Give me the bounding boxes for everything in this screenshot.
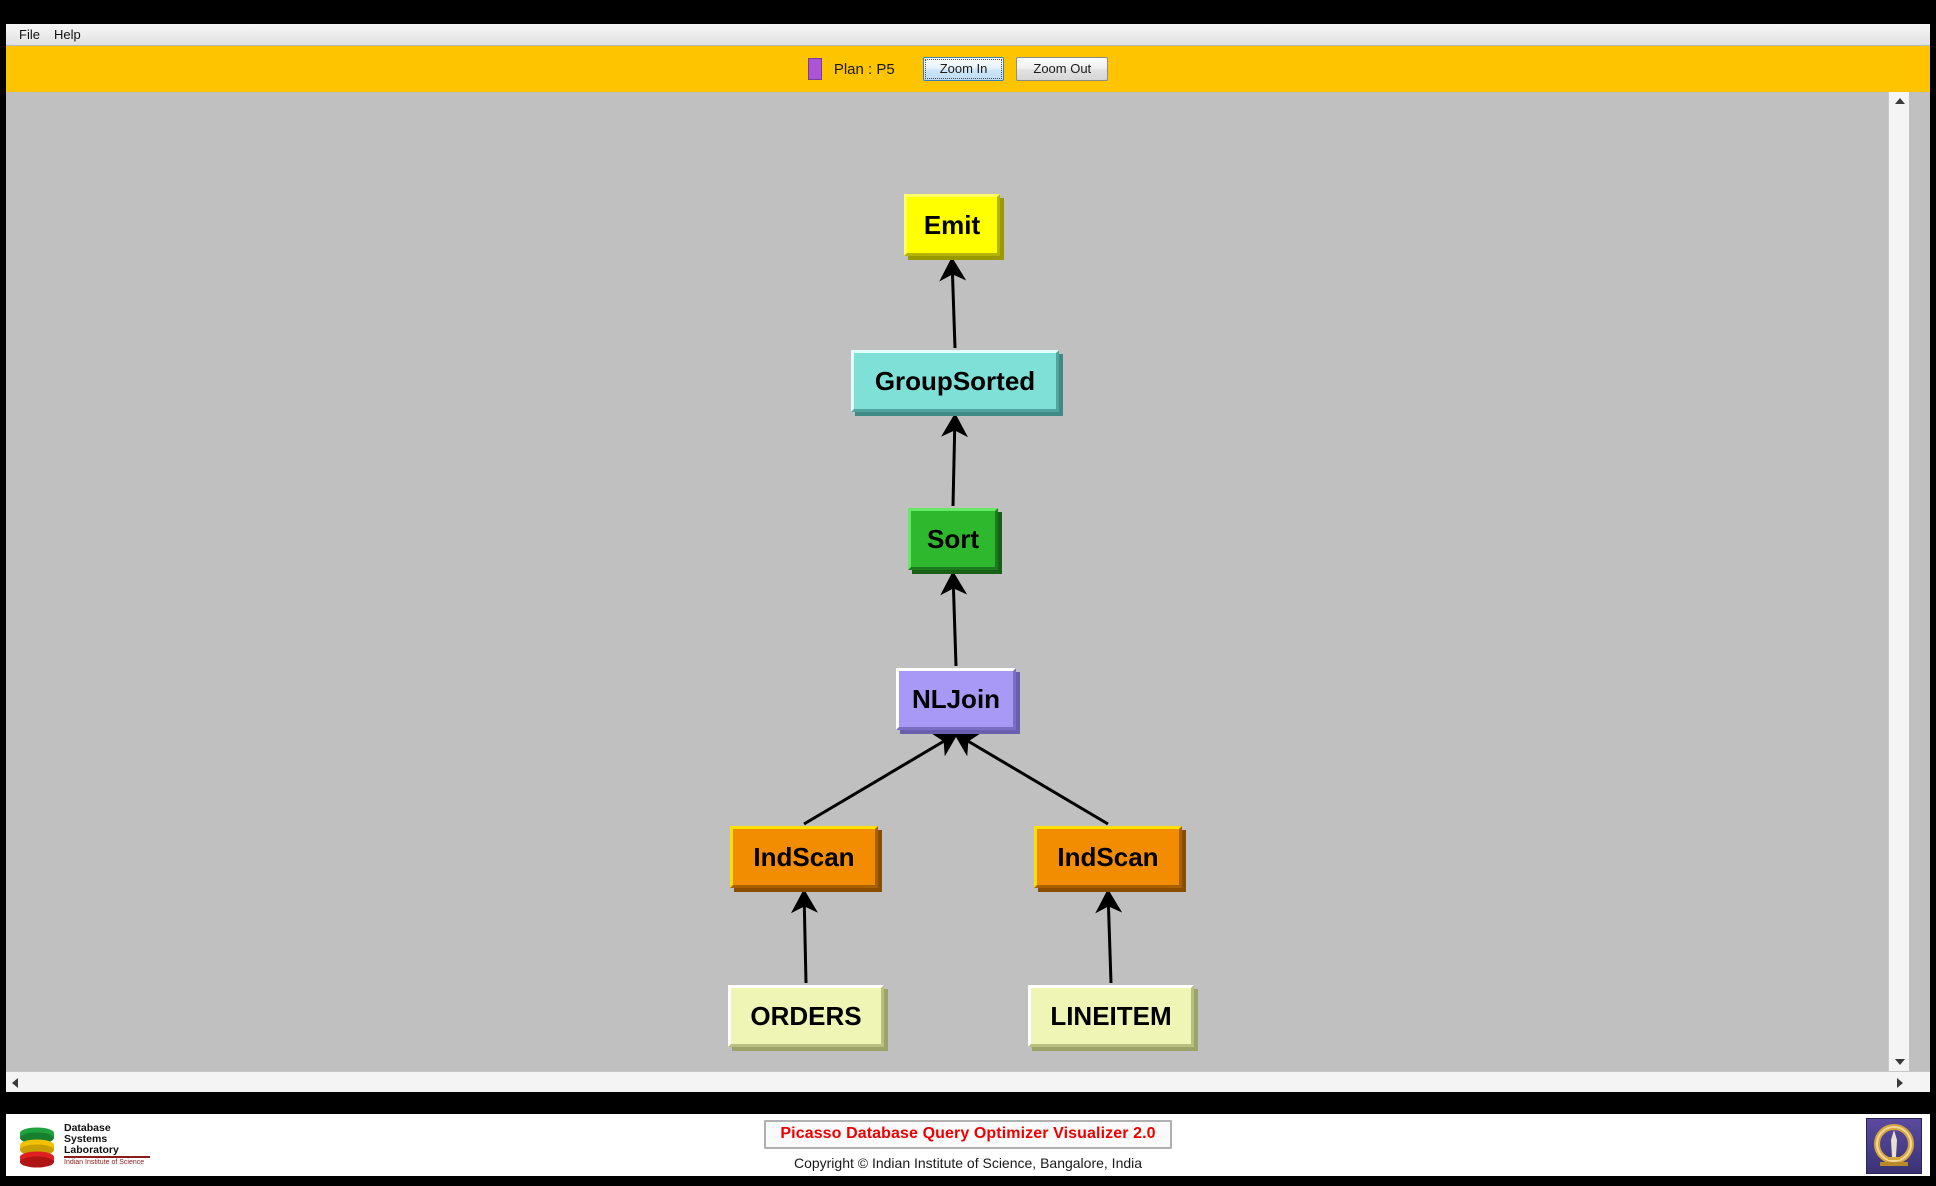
plan-node-lineitem[interactable]: LINEITEM [1028,985,1194,1047]
dsl-subtitle: Indian Institute of Science [64,1159,145,1167]
triangle-up-icon [1894,98,1905,104]
scroll-down-button[interactable] [1889,1053,1909,1071]
dsl-line-1: Database [64,1122,111,1135]
horizontal-scrollbar[interactable] [6,1071,1930,1092]
dsl-divider [64,1156,150,1159]
plan-edge-scan-right-to-nljoin [953,732,1109,826]
product-title-box: Picasso Database Query Optimizer Visuali… [764,1119,1172,1149]
plan-edge-group-to-emit [939,257,967,349]
plan-node-sort[interactable]: Sort [908,508,998,570]
plan-node-label: NLJoin [911,683,1001,714]
toolbar-controls: Plan : P5 Zoom In Zoom Out [807,57,1109,81]
footer-center-content: Picasso Database Query Optimizer Visuali… [6,1114,1930,1176]
menu-bar: File Help [6,24,1930,46]
plan-node-nljoin[interactable]: NLJoin [896,668,1016,730]
plan-edge-sort-to-group [941,413,969,507]
plan-edge-lineitem-to-scan-right [1095,889,1123,984]
plan-node-label: IndScan [1057,841,1159,872]
plan-node-group[interactable]: GroupSorted [851,350,1059,412]
menu-help[interactable]: Help [53,26,81,42]
plan-color-swatch [807,58,822,80]
scroll-up-button[interactable] [1889,92,1909,110]
window-titlebar [0,0,1936,22]
scroll-right-button[interactable] [1891,1072,1909,1093]
zoom-out-button[interactable]: Zoom Out [1016,57,1109,81]
plan-edge-layer [790,257,1123,984]
plan-edge-orders-to-scan-left [790,889,818,984]
plan-node-label: Sort [927,523,979,554]
triangle-left-icon [12,1077,18,1088]
plan-node-label: LINEITEM [1050,1000,1172,1031]
dsl-line-2: Systems [64,1133,108,1146]
plan-edge-scan-left-to-nljoin [803,732,959,826]
plan-node-scan-right[interactable]: IndScan [1034,826,1182,888]
plan-toolbar: Plan : P5 Zoom In Zoom Out [6,46,1930,92]
plan-node-label: IndScan [753,841,855,872]
dsl-logo-text: Database Systems Laboratory Indian Insti… [64,1123,150,1166]
plan-label: Plan : P5 [833,60,895,78]
plan-node-label: ORDERS [750,1000,862,1031]
plan-node-emit[interactable]: Emit [904,194,1000,256]
zoom-in-button[interactable]: Zoom In [922,57,1005,81]
plan-edge-nljoin-to-sort [940,571,968,667]
database-systems-lab-logo: Database Systems Laboratory Indian Insti… [14,1120,150,1170]
copyright-text: Copyright © Indian Institute of Science,… [793,1154,1143,1171]
vertical-scrollbar[interactable] [1888,92,1909,1071]
triangle-right-icon [1897,1077,1903,1088]
plan-node-orders[interactable]: ORDERS [728,985,884,1047]
menu-file[interactable]: File [19,26,40,42]
iisc-emblem-icon [1866,1118,1922,1174]
dsl-stack-icon [14,1122,60,1168]
triangle-down-icon [1894,1059,1905,1065]
footer-bar: Database Systems Laboratory Indian Insti… [6,1114,1930,1176]
product-title: Picasso Database Query Optimizer Visuali… [780,1124,1156,1142]
scroll-left-button[interactable] [6,1072,24,1093]
plan-node-label: GroupSorted [874,365,1036,396]
dsl-line-3: Laboratory [64,1143,119,1156]
plan-node-label: Emit [923,209,981,240]
plan-node-scan-left[interactable]: IndScan [730,826,878,888]
